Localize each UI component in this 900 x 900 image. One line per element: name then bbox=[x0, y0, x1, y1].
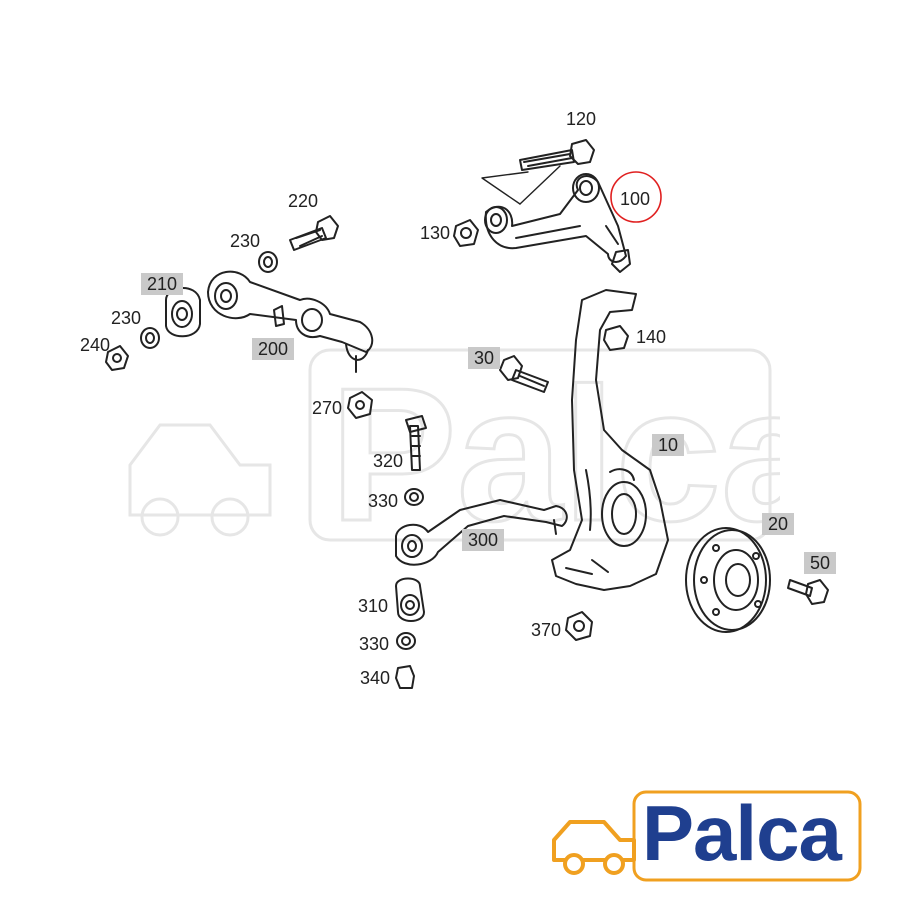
bolt-30 bbox=[499, 355, 549, 393]
palca-logo bbox=[552, 790, 862, 882]
label-220: 220 bbox=[288, 191, 319, 211]
label-50: 50 bbox=[804, 552, 837, 574]
label-320: 320 bbox=[373, 451, 404, 471]
label-200: 200 bbox=[252, 338, 295, 360]
nut-370 bbox=[565, 611, 593, 641]
label-240: 240 bbox=[80, 335, 111, 355]
highlight-circle bbox=[610, 171, 662, 223]
nut-130 bbox=[453, 219, 479, 247]
tension-strut-200 bbox=[207, 270, 374, 373]
label-330-bottom: 330 bbox=[359, 634, 390, 654]
label-120: 120 bbox=[566, 109, 597, 129]
bushing-210 bbox=[165, 287, 201, 338]
wheel-hub-20 bbox=[685, 527, 771, 633]
bolt-50 bbox=[787, 579, 829, 605]
label-330-top: 330 bbox=[368, 491, 399, 511]
label-340: 340 bbox=[360, 668, 391, 688]
logo-text: Palca bbox=[642, 789, 842, 877]
nut-270 bbox=[347, 391, 373, 419]
label-30: 30 bbox=[468, 347, 501, 369]
label-100: 100 bbox=[620, 189, 651, 209]
label-140: 140 bbox=[636, 327, 667, 347]
label-10: 10 bbox=[652, 434, 685, 456]
bolt-120 bbox=[519, 139, 595, 171]
label-300: 300 bbox=[462, 529, 505, 551]
label-130: 130 bbox=[420, 223, 451, 243]
steering-knuckle-10 bbox=[551, 289, 669, 591]
nut-330-bottom bbox=[396, 632, 416, 650]
bolt-320 bbox=[405, 415, 427, 471]
washer-230-left bbox=[140, 327, 160, 349]
label-210: 210 bbox=[141, 273, 184, 295]
control-arm-300 bbox=[395, 499, 568, 566]
nut-330-top bbox=[404, 488, 424, 506]
nut-140 bbox=[603, 325, 629, 351]
upper-control-arm-100 bbox=[484, 173, 631, 273]
nut-240 bbox=[105, 345, 129, 371]
nut-340 bbox=[395, 665, 415, 689]
label-230-left: 230 bbox=[111, 308, 142, 328]
car-icon bbox=[552, 820, 636, 875]
label-310: 310 bbox=[358, 596, 389, 616]
label-20: 20 bbox=[762, 513, 795, 535]
label-230-top: 230 bbox=[230, 231, 261, 251]
bolt-220 bbox=[289, 215, 339, 251]
svg-text:Palca: Palca bbox=[330, 349, 780, 545]
washer-230-top bbox=[258, 251, 278, 273]
bushing-310 bbox=[395, 577, 425, 622]
label-370: 370 bbox=[531, 620, 562, 640]
watermark-logo: Palca bbox=[128, 348, 780, 545]
label-270: 270 bbox=[312, 398, 343, 418]
